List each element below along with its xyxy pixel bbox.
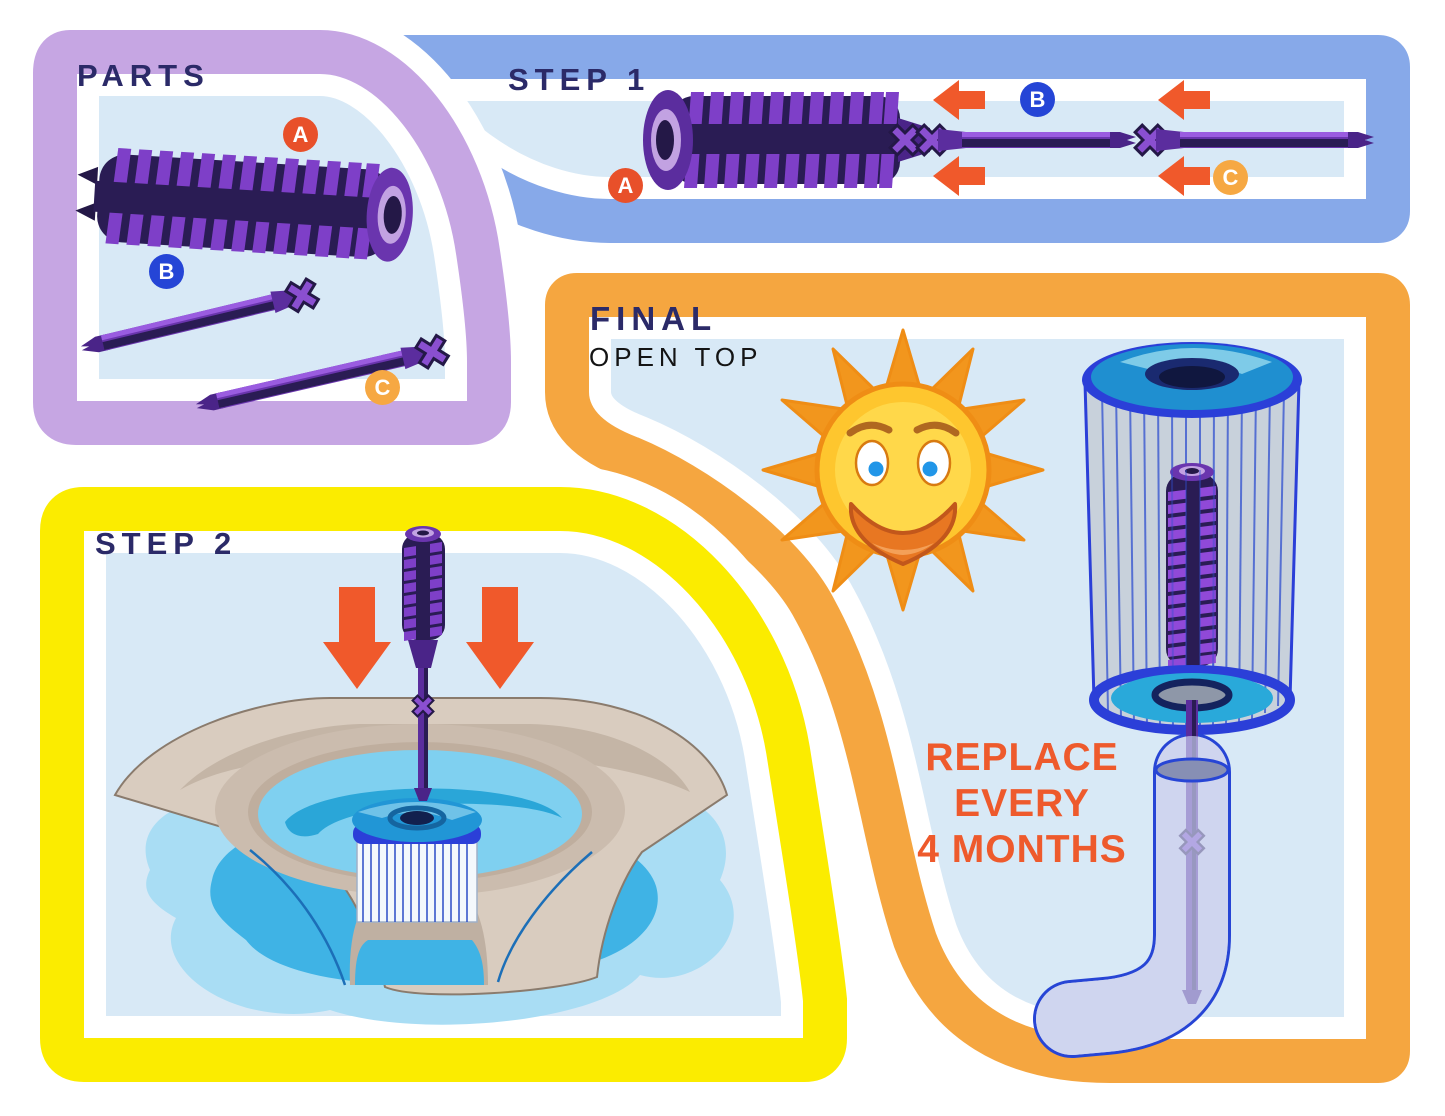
final-filter-illustration xyxy=(1082,342,1302,735)
parts-badge-c: C xyxy=(365,370,400,405)
replace-note-line1: REPLACE xyxy=(925,736,1119,779)
step2-filter-cartridge-illustration xyxy=(352,798,482,923)
final-panel-subtitle: OPEN TOP xyxy=(589,342,763,372)
parts-panel-title: PARTS xyxy=(77,58,210,93)
replace-note-line2: EVERY xyxy=(954,782,1090,825)
step1-panel-title: STEP 1 xyxy=(508,62,651,97)
step1-rod-c-illustration xyxy=(1125,115,1374,165)
final-panel-title: FINAL xyxy=(590,300,718,337)
step2-panel-title: STEP 2 xyxy=(95,526,238,561)
sun-icon xyxy=(761,328,1045,612)
parts-badge-a: A xyxy=(283,117,318,152)
step1-badge-c: C xyxy=(1213,160,1248,195)
step1-rod-b-illustration xyxy=(907,115,1136,165)
parts-rod-c-illustration xyxy=(195,328,456,411)
parts-rod-b-illustration xyxy=(80,271,326,353)
replace-note-line3: 4 MONTHS xyxy=(917,828,1127,871)
step1-brush-illustration xyxy=(643,90,930,190)
step2-tool-illustration xyxy=(402,526,445,801)
final-elbow-tube-illustration xyxy=(1033,700,1231,1058)
parts-brush-illustration xyxy=(75,147,413,262)
parts-badge-b: B xyxy=(149,254,184,289)
step1-badge-a: A xyxy=(608,168,643,203)
step1-badge-b: B xyxy=(1020,82,1055,117)
replace-note: REPLACE EVERY 4 MONTHS xyxy=(872,735,1172,873)
